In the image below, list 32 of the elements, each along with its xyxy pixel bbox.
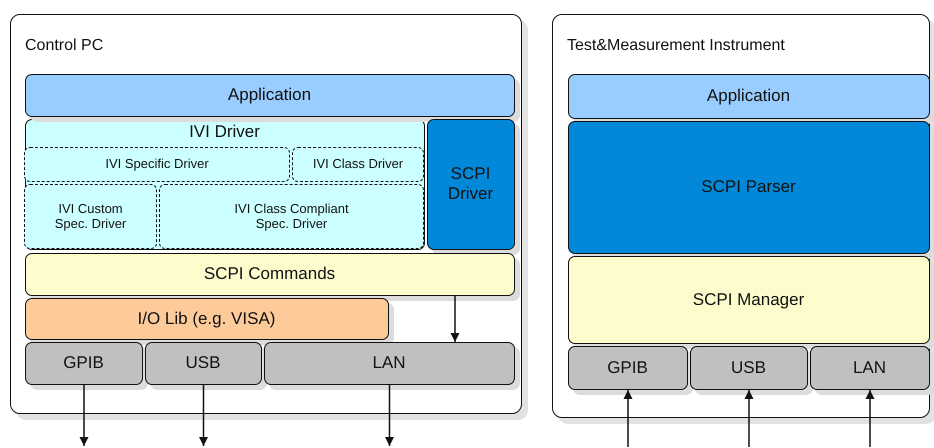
group-heading: Control PC: [25, 37, 104, 56]
layer-label: I/O Lib (e.g. VISA): [138, 308, 276, 328]
layer-label: GPIB: [63, 353, 104, 373]
layer-label: IVI Class Compliant Spec. Driver: [233, 202, 350, 232]
layer-label: SCPI Manager: [692, 290, 804, 310]
layer-label: USB: [731, 358, 766, 378]
driver-box: [24, 184, 157, 249]
arrow: [199, 385, 208, 446]
arrow: [450, 296, 460, 342]
layer-label: USB: [186, 353, 220, 373]
arrow: [624, 390, 632, 447]
driver-box: [24, 147, 290, 182]
layer-label: IVI Custom Spec. Driver: [54, 202, 128, 232]
layer-label: LAN: [372, 353, 406, 373]
layer-label: IVI Specific Driver: [105, 157, 209, 172]
driver-box: [292, 147, 424, 182]
group-heading: Test&Measurement Instrument: [567, 37, 785, 56]
arrow: [385, 385, 394, 446]
arrow: [866, 390, 874, 447]
group-heading: IVI Driver: [188, 122, 261, 142]
layer-label: SCPI Parser: [701, 177, 796, 197]
arrow: [80, 385, 88, 446]
driver-box: [159, 184, 424, 249]
layer-label: GPIB: [607, 358, 648, 378]
layer-label: Application: [228, 85, 312, 105]
layer-label: IVI Class Driver: [312, 157, 404, 172]
layer-label: LAN: [852, 358, 886, 378]
layer-label: SCPI Driver: [446, 164, 494, 204]
driver-group-box: [24, 118, 424, 250]
layer-label: Application: [706, 86, 790, 106]
arrow: [744, 390, 754, 447]
layer-label: SCPI Commands: [204, 264, 336, 284]
